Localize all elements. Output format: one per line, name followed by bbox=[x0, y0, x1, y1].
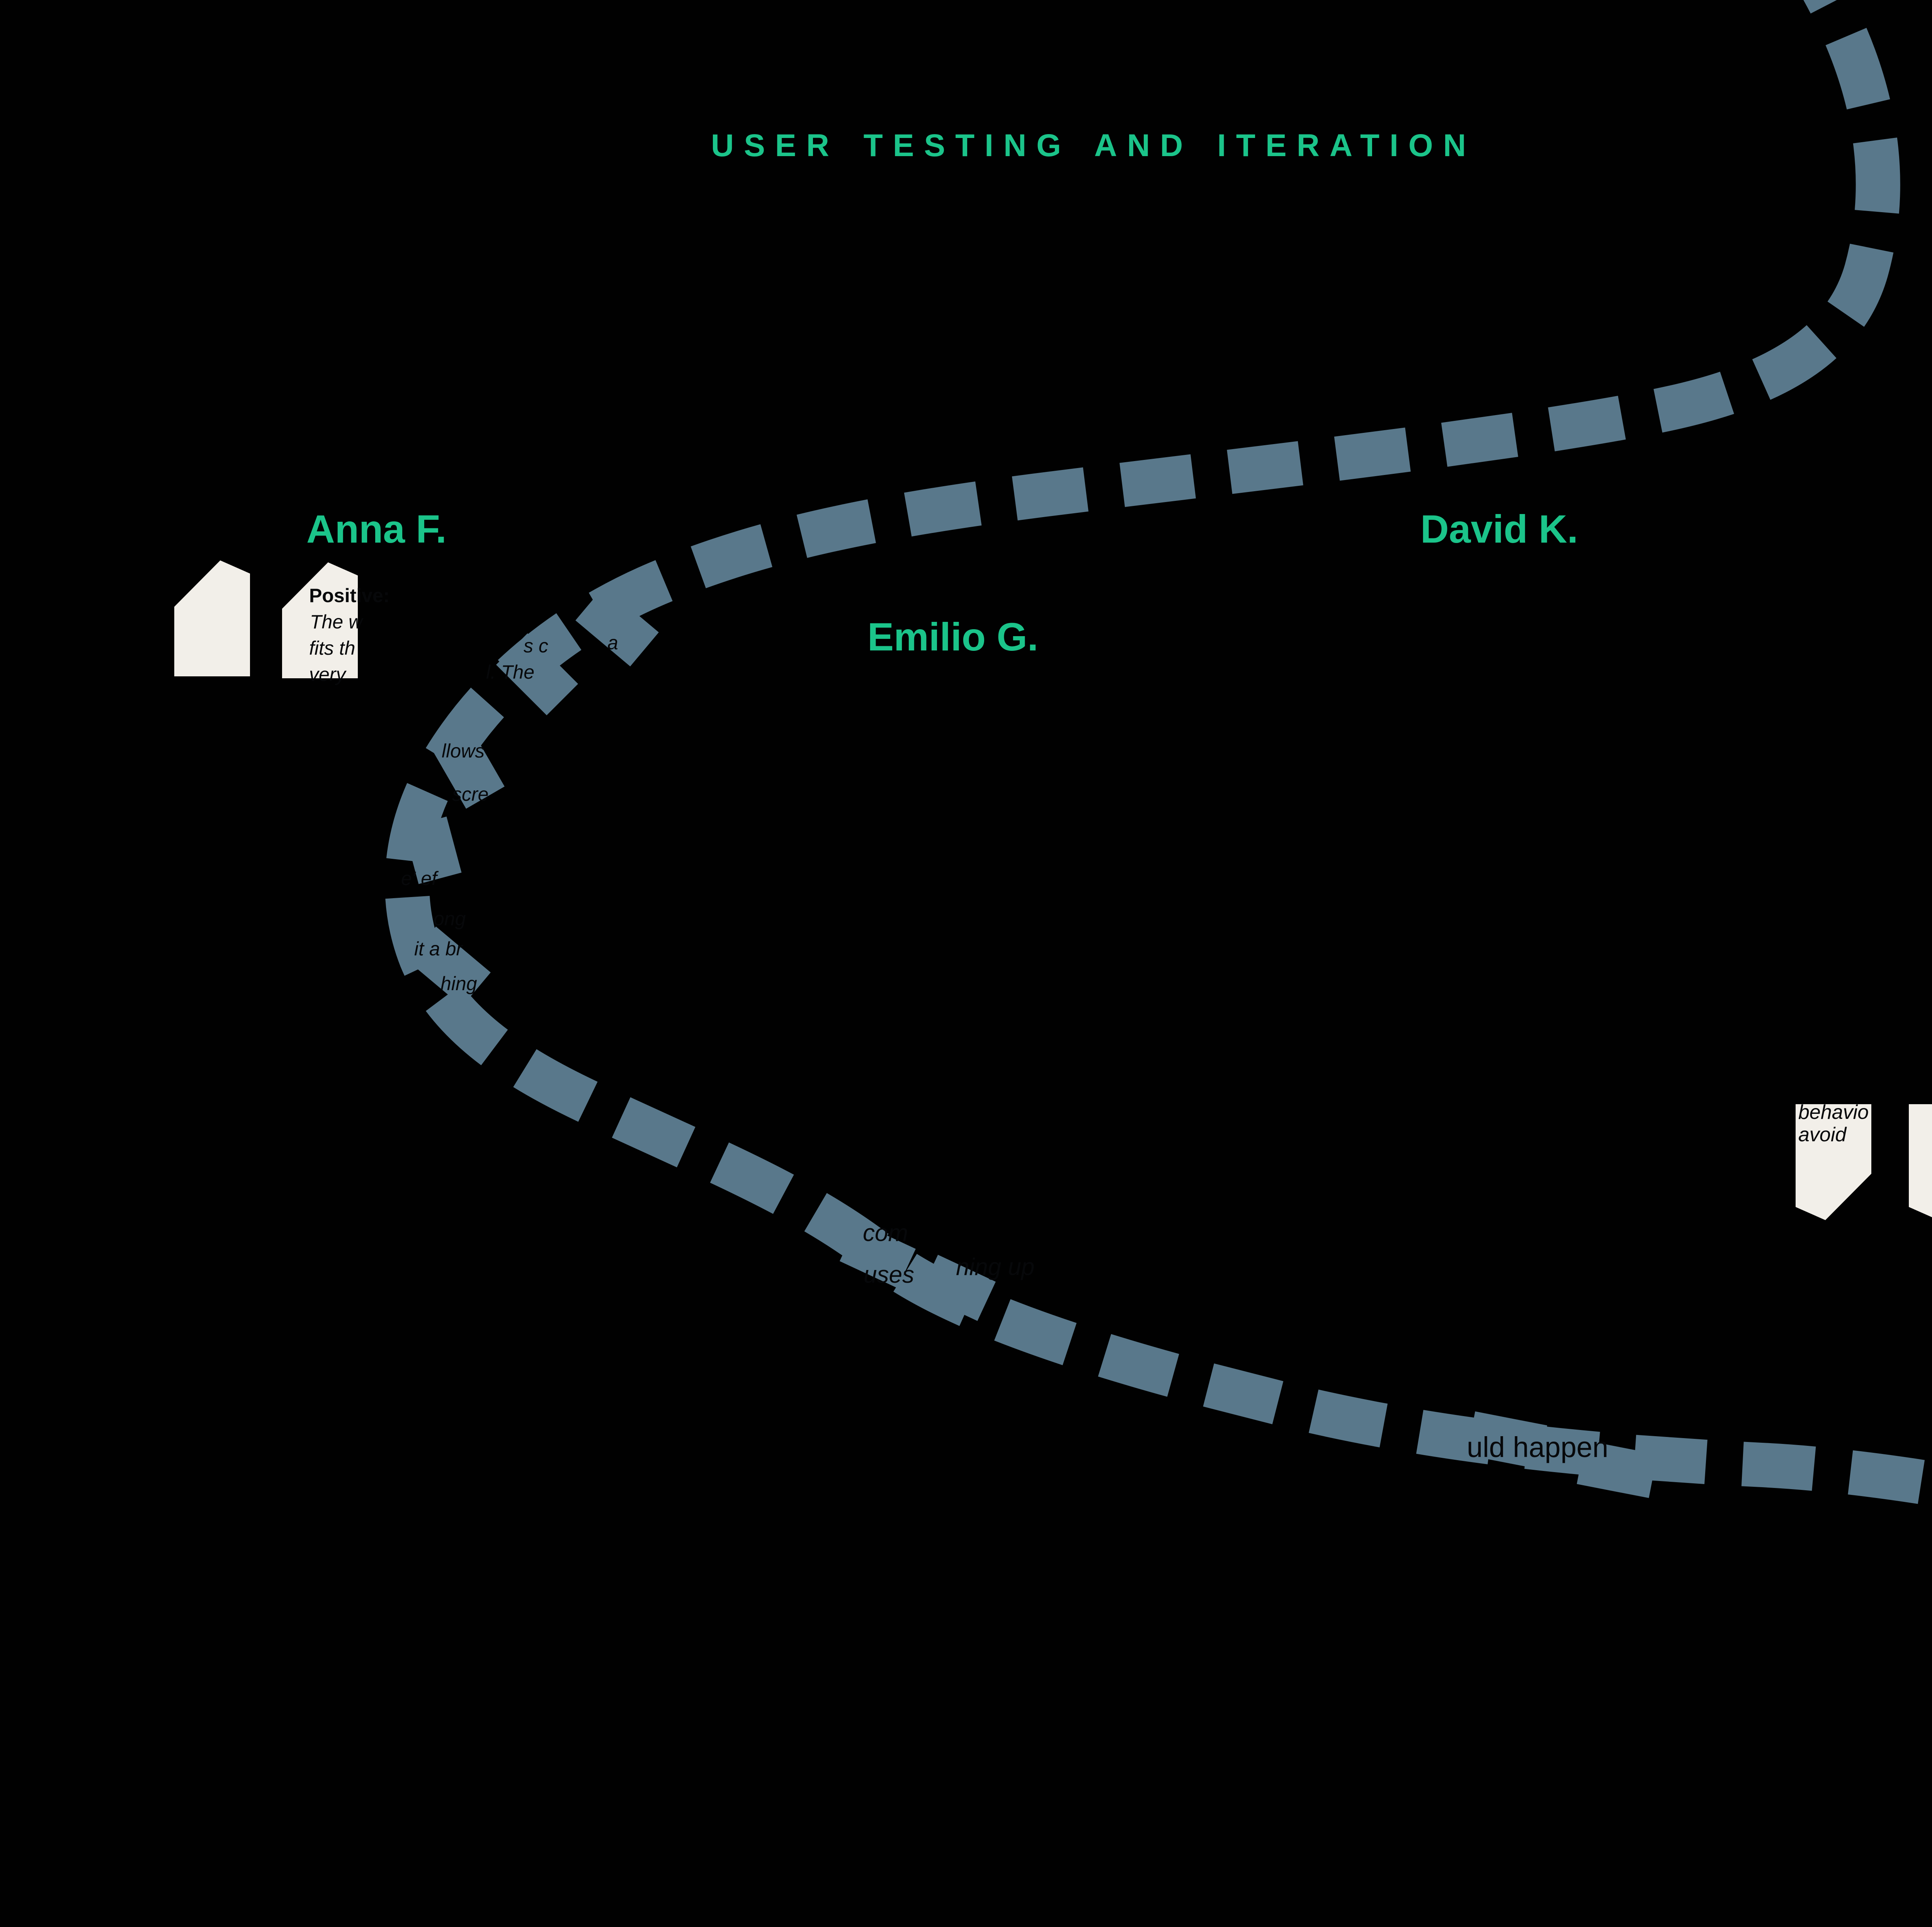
quote-fragment: uses bbox=[864, 1261, 914, 1288]
route-dash bbox=[575, 586, 659, 667]
quote-fragment: ning up bbox=[956, 1254, 1035, 1280]
opening-quote-left-mark bbox=[174, 560, 250, 676]
route-dash bbox=[840, 1222, 916, 1288]
person-name-david: David K. bbox=[1420, 507, 1578, 551]
person-name-emilio: Emilio G. bbox=[867, 615, 1039, 659]
route-dash bbox=[403, 816, 462, 884]
quote-fragment: avoid bbox=[1798, 1124, 1847, 1146]
quote-fragment: behavio bbox=[1798, 1101, 1869, 1124]
quote-fragment: fits th bbox=[309, 637, 355, 659]
closing-quote-right-mark bbox=[1909, 1104, 1932, 1217]
route-dash bbox=[407, 926, 491, 1007]
quote-fragment: scre bbox=[452, 783, 489, 805]
route-dash-patches bbox=[403, 586, 1658, 1498]
route-dash bbox=[920, 1255, 996, 1321]
closing-quote-left-mark bbox=[1796, 1104, 1871, 1220]
closing-quote-icon bbox=[1796, 1104, 1932, 1220]
quote-fragment: The w bbox=[310, 611, 363, 633]
quote-fragment: llows bbox=[442, 740, 485, 762]
route-dash bbox=[496, 633, 578, 715]
person-name-anna: Anna F. bbox=[306, 507, 447, 551]
quote-fragment: very bbox=[309, 664, 346, 685]
opening-quote-icon bbox=[174, 560, 358, 678]
quote-fragment: ong bbox=[434, 908, 466, 929]
quote-fragment: uld happen bbox=[1467, 1431, 1609, 1463]
route-dash bbox=[1577, 1440, 1658, 1498]
quote-fragment: l. The bbox=[486, 661, 535, 683]
quote-fragment: hing bbox=[440, 973, 477, 994]
route-dash bbox=[430, 724, 505, 809]
quote-fragment-label-positive: Positive: bbox=[309, 585, 390, 606]
route-dash bbox=[1466, 1411, 1548, 1469]
quote-fragment: com bbox=[863, 1220, 908, 1246]
quote-fragment: s c bbox=[524, 635, 548, 657]
quote-fragment: it a br bbox=[414, 938, 463, 960]
page-title: USER TESTING AND ITERATION bbox=[711, 128, 1476, 163]
opening-quote-right-mark bbox=[282, 562, 358, 678]
quote-fragment: a bbox=[607, 632, 618, 654]
dashed-route-path bbox=[385, 0, 1932, 1507]
quote-fragment: e' ef bbox=[401, 868, 437, 889]
